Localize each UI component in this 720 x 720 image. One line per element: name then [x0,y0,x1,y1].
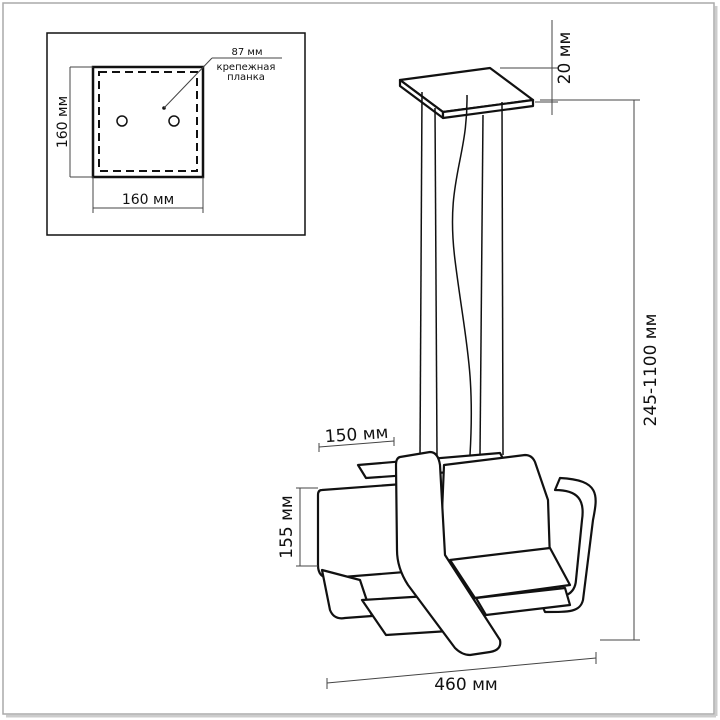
plate-height-label: 160 мм [55,96,71,148]
mounting-bar-outline [98,71,198,172]
shade-height-label: 155 мм [277,495,297,559]
screw-hole [168,115,180,127]
shade-depth-label: 150 мм [324,423,389,447]
canopy-height-label: 20 мм [555,32,575,85]
canopy [398,66,535,120]
overall-width-label: 460 мм [434,675,498,695]
plate-width-label: 160 мм [122,192,174,208]
overall-height-label: 245-1100 мм [641,314,661,427]
mount-plate-inset: 87 мм крепежная планка 160 мм 160 мм [46,32,306,236]
screw-hole [116,115,128,127]
mount-plate [91,65,205,179]
callout-text-1: крепежная [217,62,276,73]
suspension-rods [419,91,504,456]
callout-depth: 87 мм [232,47,263,58]
lamp-body [316,450,597,657]
callout-text-2: планка [227,72,265,83]
